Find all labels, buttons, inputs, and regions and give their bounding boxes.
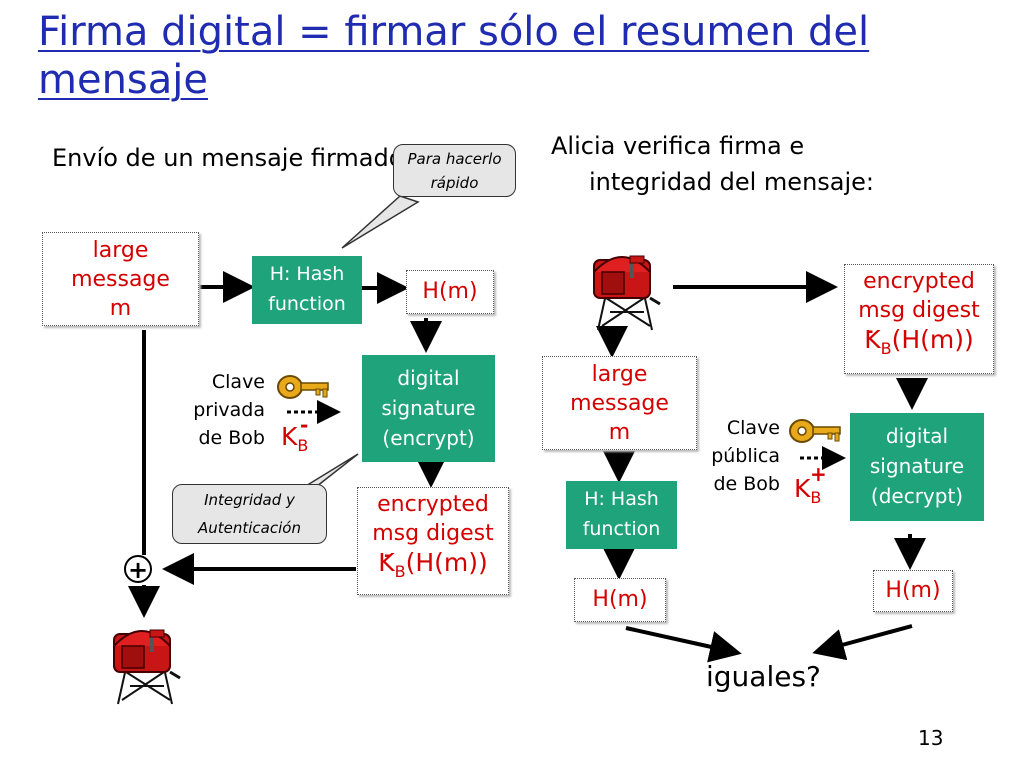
right-digital-signature-box: digital signature (decrypt)	[850, 413, 984, 521]
callout-fast: Para hacerlo rápido	[393, 144, 516, 197]
mailbox-icon	[113, 629, 181, 705]
arrow-hm-left-to-equal	[625, 626, 742, 663]
callout-fast-tail	[341, 195, 420, 249]
right-enc-minus: -	[866, 321, 874, 342]
left-large-message-box: large message m	[42, 232, 199, 326]
equality-question: iguales?	[706, 660, 821, 693]
right-key-label: Clave pública de Bob	[711, 417, 780, 495]
plus-circle: +	[124, 555, 152, 583]
right-heading-line1: Alicia verifica firma e	[551, 132, 805, 160]
key-icon	[789, 419, 841, 443]
mailbox-icon	[593, 255, 661, 331]
left-digital-signature-box: digital signature (encrypt)	[362, 355, 495, 462]
slide-title: Firma digital = firmar sólo el resumen d…	[38, 9, 870, 103]
right-large-message-box: large message m	[542, 356, 697, 450]
right-encrypted-digest-box: encrypted msg digest KB(H(m))	[844, 264, 994, 374]
left-heading: Envío de un mensaje firmado:	[52, 144, 412, 172]
left-key-minus: -	[300, 413, 309, 437]
right-hm-left-box: H(m)	[574, 578, 666, 622]
left-enc-minus: -	[384, 545, 392, 566]
left-hm-box: H(m)	[406, 270, 494, 314]
right-heading: Alicia verifica firma e integridad del m…	[551, 128, 874, 200]
right-key-plus: +	[810, 462, 827, 486]
page-number: 13	[918, 726, 944, 750]
right-public-key-symbol: KB	[794, 474, 822, 507]
left-key-label: Clave privada de Bob	[193, 371, 265, 449]
arrow-hm-right-to-equal	[812, 624, 913, 661]
left-hash-function-box: H: Hash function	[252, 256, 362, 324]
key-icon	[277, 375, 329, 399]
right-heading-line2: integridad del mensaje:	[589, 168, 875, 196]
callout-integrity: Integridad y Autenticación	[172, 484, 327, 544]
left-encrypted-digest-box: encrypted msg digest KB(H(m))	[357, 487, 509, 595]
right-hm-right-box: H(m)	[873, 570, 953, 612]
right-hash-function-box: H: Hash function	[566, 481, 677, 549]
left-private-key-symbol: KB	[281, 422, 309, 455]
